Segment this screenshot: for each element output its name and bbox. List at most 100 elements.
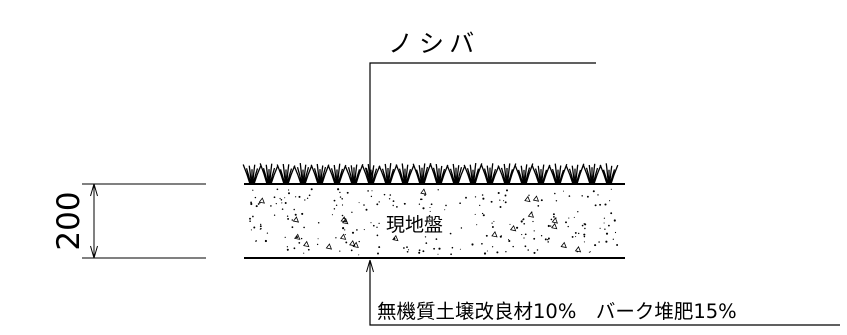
soil-speckle: [599, 227, 601, 229]
soil-speckle: [536, 249, 539, 251]
soil-speckle: [370, 222, 372, 224]
soil-speckle: [616, 244, 619, 246]
soil-speckle: [471, 243, 474, 246]
soil-speckle: [260, 223, 262, 226]
soil-speckle: [604, 228, 606, 230]
soil-speckle: [547, 224, 550, 228]
soil-speckle: [493, 220, 495, 222]
grass-tuft: [259, 163, 279, 185]
soil-speckle: [435, 238, 438, 240]
soil-speckle: [257, 203, 260, 205]
soil-speckle: [460, 227, 463, 229]
soil-aggregate: [532, 195, 540, 202]
soil-speckle: [424, 236, 427, 238]
soil-speckle: [599, 203, 602, 206]
soil-speckle: [291, 226, 294, 229]
soil-speckle: [372, 224, 375, 227]
soil-speckle: [544, 238, 547, 241]
soil-speckle: [284, 236, 286, 238]
soil-speckle: [345, 241, 348, 244]
soil-speckle: [524, 245, 527, 248]
soil-speckle: [286, 246, 289, 248]
soil-speckle: [389, 194, 392, 196]
dimension-arrow-bottom: [90, 245, 98, 259]
soil-texture: [249, 188, 619, 256]
soil-speckle: [508, 238, 510, 241]
soil-speckle: [406, 246, 408, 248]
soil-speckle: [603, 217, 606, 219]
soil-speckle: [594, 244, 597, 247]
soil-speckle: [308, 194, 311, 197]
soil-speckle: [377, 252, 379, 255]
soil-speckle: [392, 200, 395, 202]
dimension-200: 200: [51, 183, 206, 259]
soil-speckle: [403, 202, 406, 205]
soil-speckle: [610, 212, 613, 215]
soil-speckle: [378, 246, 381, 249]
soil-speckle: [583, 241, 585, 243]
soil-speckle: [437, 253, 439, 255]
soil-speckle: [533, 251, 536, 254]
soil-speckle: [293, 208, 295, 211]
soil-aggregate: [560, 241, 567, 249]
soil-speckle: [300, 237, 303, 240]
soil-aggregate: [258, 197, 265, 204]
grass-tuft: [395, 163, 415, 185]
soil-speckle: [284, 197, 286, 199]
grass-layer: [242, 162, 619, 185]
soil-speckle: [339, 196, 342, 198]
soil-speckle: [581, 224, 584, 227]
grass-tuft: [310, 163, 330, 185]
soil-speckle: [588, 251, 590, 253]
soil-speckle: [342, 227, 345, 230]
soil-aggregate: [303, 240, 310, 248]
soil-aggregate: [527, 211, 535, 218]
grass-tuft: [344, 163, 364, 185]
soil-speckle: [388, 198, 391, 200]
soil-speckle: [378, 201, 380, 203]
soil-aggregate: [292, 216, 300, 223]
soil-speckle: [420, 198, 423, 201]
soil-speckle: [481, 242, 483, 245]
soil-speckle: [294, 196, 297, 198]
soil-speckle: [574, 231, 577, 234]
soil-speckle: [499, 235, 502, 238]
soil-speckle: [430, 203, 433, 206]
soil-speckle: [474, 213, 476, 215]
soil-aggregate: [392, 234, 399, 242]
grass-tuft: [327, 163, 347, 185]
grass-tuft: [463, 162, 483, 185]
soil-speckle: [567, 225, 569, 228]
soil-speckle: [583, 233, 586, 236]
soil-speckle: [304, 199, 306, 201]
soil-speckle: [589, 251, 591, 253]
soil-speckle: [270, 205, 272, 207]
soil-speckle: [356, 229, 358, 231]
soil-speckle: [337, 188, 340, 191]
grass-tuft: [582, 163, 602, 185]
soil-speckle: [497, 191, 500, 195]
soil-speckle: [533, 230, 535, 232]
soil-speckle: [376, 203, 379, 206]
grass-tuft: [378, 163, 398, 185]
soil-speckle: [479, 204, 481, 207]
soil-speckle: [341, 204, 344, 206]
soil-speckle: [253, 226, 256, 229]
soil-aggregate: [325, 243, 333, 250]
soil-speckle: [583, 235, 586, 238]
soil-speckle: [520, 220, 523, 223]
soil-speckle: [610, 188, 612, 190]
soil-speckle: [358, 240, 360, 243]
turf-label: ノシバ: [388, 29, 480, 58]
soil-speckle: [575, 236, 577, 238]
soil-speckle: [547, 241, 549, 243]
soil-speckle: [422, 250, 425, 253]
grass-tuft: [514, 163, 534, 185]
soil-speckle: [486, 250, 488, 252]
soil-speckle: [316, 243, 319, 246]
leader-turf: ノシバ: [366, 29, 596, 181]
soil-aggregate: [491, 231, 498, 238]
soil-speckle: [444, 209, 446, 211]
leader-line-turf: [369, 62, 596, 178]
soil-speckle: [505, 251, 507, 253]
